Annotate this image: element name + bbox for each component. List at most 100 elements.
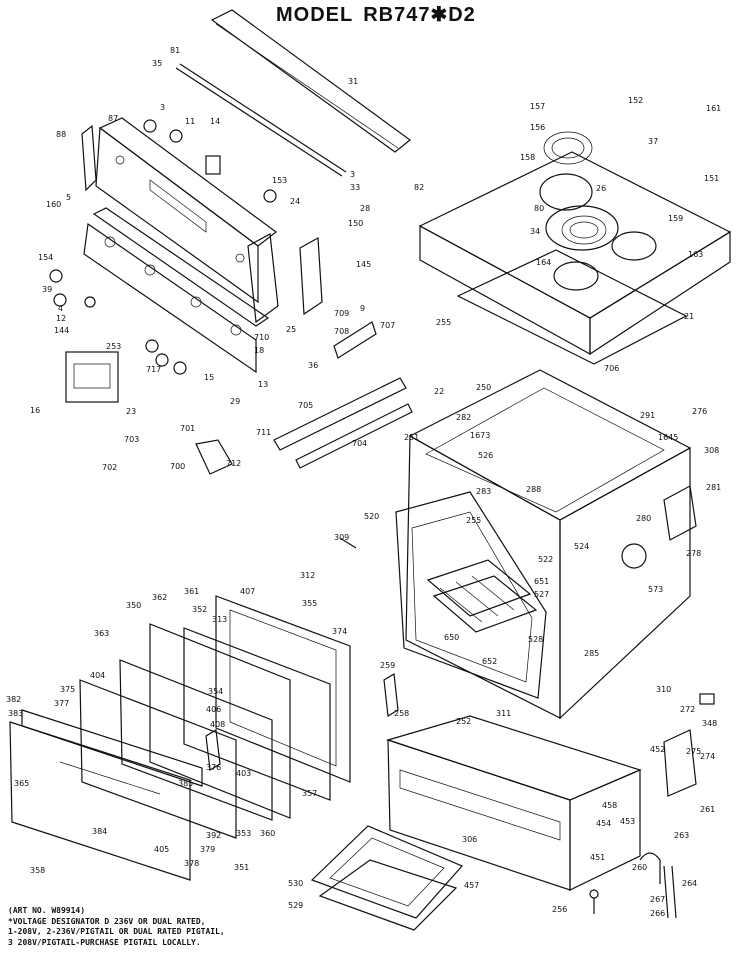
callout-label: 4	[58, 304, 63, 313]
callout-label: 453	[620, 817, 635, 826]
callout-label: 700	[170, 462, 185, 471]
callout-label: 36	[308, 361, 318, 370]
callout-label: 256	[552, 905, 567, 914]
callout-label: 274	[700, 752, 715, 761]
callout-label: 37	[648, 137, 658, 146]
callout-label: 710	[254, 333, 269, 342]
callout-label: 252	[456, 717, 471, 726]
callout-label: 82	[414, 183, 424, 192]
callout-label: 151	[704, 174, 719, 183]
callout-label: 28	[360, 204, 370, 213]
callout-label: 21	[684, 312, 694, 321]
callout-label: 703	[124, 435, 139, 444]
note-line: *VOLTAGE DESIGNATOR D 236V OR DUAL RATED…	[8, 916, 206, 926]
callout-label: 88	[56, 130, 66, 139]
side-trim-88	[81, 124, 97, 192]
callout-label: 526	[478, 451, 493, 460]
callout-label: 276	[692, 407, 707, 416]
callout-label: 23	[126, 407, 136, 416]
callout-label: 362	[152, 593, 167, 602]
callout-label: 452	[650, 745, 665, 754]
oven-racks	[426, 559, 538, 633]
callout-label: 160	[46, 200, 61, 209]
callout-label: 144	[54, 326, 69, 335]
rod-35	[175, 63, 347, 177]
callout-label: 348	[702, 719, 717, 728]
spring-267	[663, 865, 677, 919]
callout-label: 351	[234, 863, 249, 872]
callout-label: 145	[356, 260, 371, 269]
callout-label: 283	[476, 487, 491, 496]
callout-label: 354	[208, 687, 223, 696]
callout-label: 527	[534, 590, 549, 599]
callout-label: 361	[184, 587, 199, 596]
callout-label: 705	[298, 401, 313, 410]
callout-label: 13	[258, 380, 268, 389]
callout-label: 707	[380, 321, 395, 330]
storage-drawer	[385, 715, 642, 891]
callout-label: 360	[260, 829, 275, 838]
control-knobs	[143, 119, 277, 203]
callout-label: 267	[650, 895, 665, 904]
callout-label: 306	[462, 835, 477, 844]
callout-label: 524	[574, 542, 589, 551]
callout-label: 1673	[470, 431, 490, 440]
bracket-707	[333, 321, 377, 359]
callout-label: 161	[706, 104, 721, 113]
callout-label: 313	[212, 615, 227, 624]
clock-timer-16	[65, 351, 119, 403]
model-number: RB747✱D2	[363, 4, 476, 26]
callout-label: 408	[210, 720, 225, 729]
callout-label: 529	[288, 901, 303, 910]
callout-label: 278	[686, 549, 701, 558]
callout-label: 263	[674, 831, 689, 840]
rail-705	[273, 377, 407, 451]
callout-label: 253	[106, 342, 121, 351]
drip-pan-255	[456, 249, 688, 365]
callout-label: 404	[90, 671, 105, 680]
note-line: 3 208V/PIGTAIL-PURCHASE PIGTAIL LOCALLY.	[8, 937, 201, 947]
callout-label: 14	[210, 117, 220, 126]
callout-label: 385	[178, 779, 193, 788]
control-panel-backsplash	[95, 117, 277, 304]
callout-label: 392	[206, 831, 221, 840]
callout-label: 87	[108, 114, 118, 123]
callout-label: 520	[364, 512, 379, 521]
callout-label: 357	[302, 789, 317, 798]
oven-door-assembly	[9, 595, 351, 881]
callout-label: 451	[590, 853, 605, 862]
callout-label: 350	[126, 601, 141, 610]
callout-label: 712	[226, 459, 241, 468]
callout-label: 407	[240, 587, 255, 596]
callout-label: 281	[706, 483, 721, 492]
callout-label: 651	[534, 577, 549, 586]
callout-label: 353	[236, 829, 251, 838]
vent-309	[339, 537, 357, 549]
callout-label: 358	[30, 866, 45, 875]
callout-label: 312	[300, 571, 315, 580]
callout-label: 709	[334, 309, 349, 318]
callout-label: 156	[530, 123, 545, 132]
callout-label: 1645	[658, 433, 678, 442]
callout-label: 12	[56, 314, 66, 323]
cooktop-assembly	[418, 131, 732, 356]
callout-label: 650	[444, 633, 459, 642]
callout-label: 164	[536, 258, 551, 267]
callout-label: 29	[230, 397, 240, 406]
callout-label: 157	[530, 102, 545, 111]
note-line: 1-208V, 2-236V/PIGTAIL OR DUAL RATED PIG…	[8, 927, 225, 936]
callout-label: 403	[236, 769, 251, 778]
callout-label: 3	[350, 170, 355, 179]
lower-panel	[83, 207, 270, 374]
callout-label: 711	[256, 428, 271, 437]
callout-label: 15	[204, 373, 214, 382]
rail-704	[295, 403, 413, 469]
callout-label: 255	[436, 318, 451, 327]
callout-label: 377	[54, 699, 69, 708]
callout-label: 376	[206, 763, 221, 772]
callout-label: 384	[92, 827, 107, 836]
oven-body	[405, 369, 692, 720]
callout-label: 280	[636, 514, 651, 523]
